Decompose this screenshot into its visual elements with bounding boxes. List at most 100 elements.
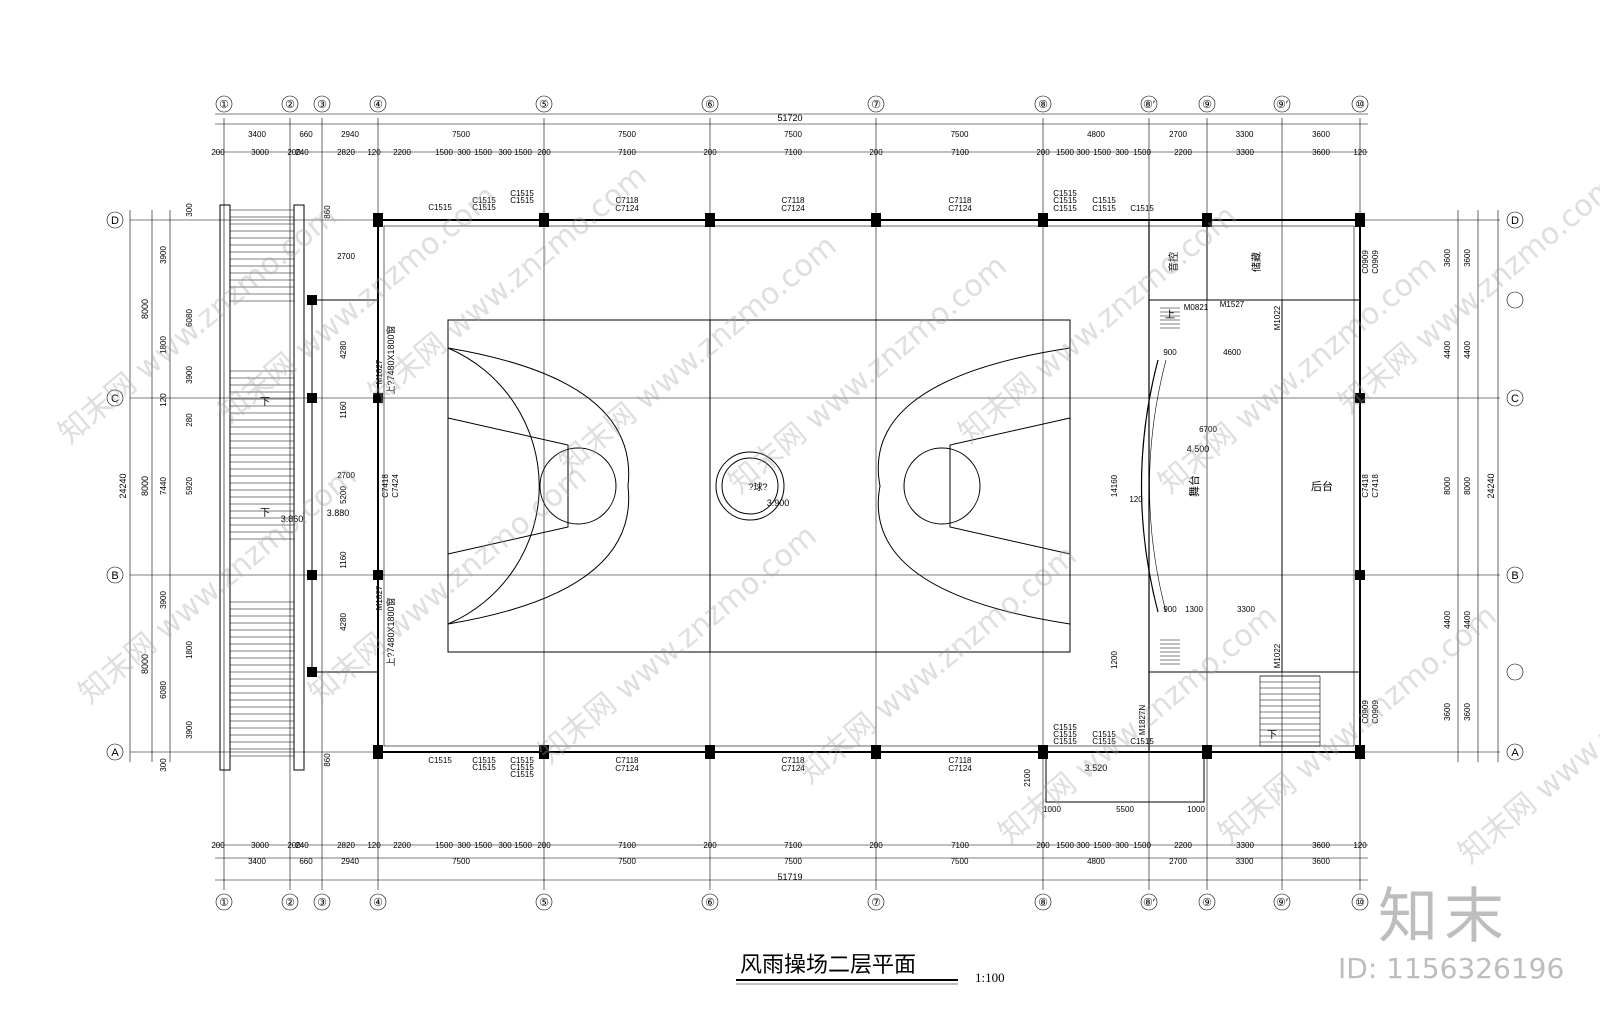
- brand-logo: 知末: [1378, 882, 1510, 952]
- axis-label-x: ④: [373, 99, 383, 111]
- dim-bottom-2: 200: [1036, 841, 1050, 850]
- dim-bottom-2: 7100: [951, 841, 969, 850]
- walls: [219, 204, 1361, 803]
- dim-top-2: 200: [211, 148, 225, 157]
- axis-label-x: ②: [285, 99, 295, 111]
- stair-down: 下: [1267, 730, 1277, 741]
- window-label: C7124: [615, 204, 639, 213]
- dim-bottom-1: 2700: [1169, 857, 1187, 866]
- dim-bottom-2: 3600: [1312, 841, 1330, 850]
- axis-bubble: [1506, 291, 1524, 309]
- free-throw-right: [903, 447, 981, 525]
- window-label: C1515: [1092, 737, 1116, 746]
- dim-top-2: 300: [457, 148, 471, 157]
- axis-label-y: B: [1511, 570, 1518, 582]
- dim-left-inner: 300: [185, 203, 194, 217]
- dim-top-1: 2940: [341, 130, 359, 139]
- window-label: C1515: [1053, 737, 1077, 746]
- column: [705, 745, 715, 759]
- axis-bubble: [1034, 893, 1052, 911]
- axis-bubble: [1506, 211, 1524, 229]
- three-point-left: [447, 347, 540, 625]
- dim-bottom-2: 120: [367, 841, 381, 850]
- dim-bottom-2: 7100: [784, 841, 802, 850]
- window-label: C1515: [510, 763, 534, 772]
- dim-left-inner: 1800: [159, 336, 168, 354]
- dim-left-total: 24240: [118, 473, 128, 498]
- dim-right-inner: 3600: [1443, 703, 1452, 721]
- misc-dim: 1160: [339, 401, 348, 419]
- window-label: C7118: [949, 196, 973, 205]
- dim-left-inner: 3900: [185, 366, 194, 384]
- corridor: [311, 299, 379, 673]
- dim-bottom-2: 2200: [393, 841, 411, 850]
- axis-bubble: [281, 893, 299, 911]
- dim-bottom-2: 120: [1353, 841, 1367, 850]
- axis-bubble: [369, 893, 387, 911]
- dim-right-inner: 4400: [1443, 341, 1452, 359]
- dim-top-2: 1500: [514, 148, 532, 157]
- stage-dim: 900: [1163, 605, 1177, 614]
- axis-bubble: [106, 566, 124, 584]
- axis-bubble: [106, 743, 124, 761]
- dim-top-1: 660: [299, 130, 313, 139]
- column: [373, 745, 383, 759]
- dim-top-2: 1500: [1056, 148, 1074, 157]
- stair-rail: [293, 204, 305, 771]
- axis-label-y: B: [111, 570, 118, 582]
- window-label: C1515: [510, 770, 534, 779]
- dim-bottom-2: 200: [211, 841, 225, 850]
- misc-dim: 1160: [339, 551, 348, 569]
- axis-label-x: ⑩: [1355, 897, 1365, 909]
- window-label: C7418: [1361, 474, 1370, 498]
- stair-up: 上: [1165, 309, 1175, 321]
- axis-label-x: ①: [219, 897, 229, 909]
- column: [1038, 213, 1048, 227]
- window-label: C1515: [472, 203, 496, 212]
- axis-bubble: [313, 95, 331, 113]
- axis-bubble: [1198, 893, 1216, 911]
- window-label: C0909: [1361, 700, 1370, 724]
- dim-top-2: 120: [367, 148, 381, 157]
- stage-dim: 900: [1163, 348, 1177, 357]
- dim-top-1: 7500: [951, 130, 969, 139]
- dim-left-inner: 120: [159, 393, 168, 407]
- stage-dim: 1300: [1185, 605, 1203, 614]
- window-label: C1515: [1053, 189, 1077, 198]
- axis-bubble: [313, 893, 331, 911]
- stage-dim: 1200: [1110, 651, 1119, 669]
- column: [705, 213, 715, 227]
- door-label: M0821: [1184, 303, 1209, 312]
- misc-dim: 2100: [1023, 769, 1032, 787]
- axis-bubble: [1273, 95, 1291, 113]
- axis-label-y: C: [111, 393, 119, 405]
- window-label: C1515: [428, 756, 452, 765]
- axis-bubble: [701, 893, 719, 911]
- stair-rail: [219, 204, 231, 771]
- axis-label-x: ⑨: [1202, 897, 1212, 909]
- window-label: C1515: [1130, 737, 1154, 746]
- axis-label-x: ⑩: [1355, 99, 1365, 111]
- axis-label-x: ③: [317, 897, 327, 909]
- dim-bottom-1: 7500: [951, 857, 969, 866]
- stage-curve: [1140, 359, 1159, 613]
- axis-label-x: ⑧′: [1143, 897, 1155, 909]
- image-id: ID: 1156326196: [1338, 952, 1565, 985]
- dim-top-2: 7100: [784, 148, 802, 157]
- dim-left-inner: 300: [159, 758, 168, 772]
- dim-bottom-1: 660: [299, 857, 313, 866]
- dim-right-total: 24240: [1486, 473, 1496, 498]
- dim-top-2: 1500: [435, 148, 453, 157]
- window-label: C0909: [1371, 700, 1380, 724]
- axis-bubble: [1034, 95, 1052, 113]
- axis-label-x: ⑧: [1038, 99, 1048, 111]
- dim-bottom-2: 1500: [1133, 841, 1151, 850]
- door-label: M1827: [375, 359, 384, 384]
- court-label: ?球?: [748, 481, 767, 492]
- three-point-arc-left: [447, 347, 630, 625]
- room-stage: 舞台: [1187, 475, 1201, 497]
- key-left: [447, 417, 569, 555]
- window-label: C1515: [472, 763, 496, 772]
- axis-label-x: ⑥: [705, 99, 715, 111]
